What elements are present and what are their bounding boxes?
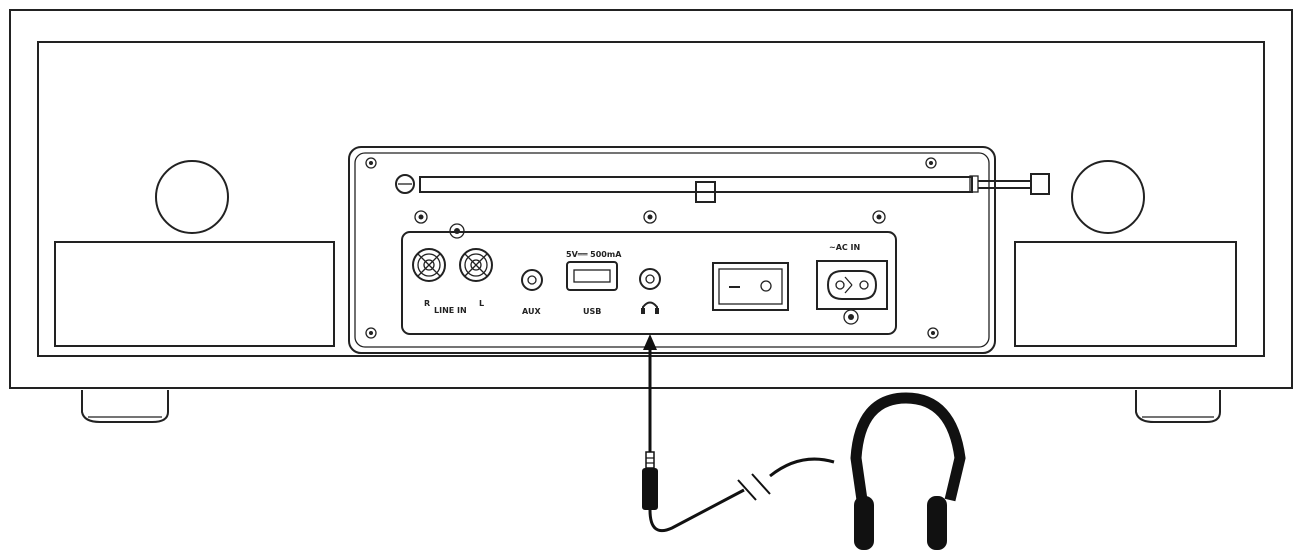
usb-rating-label: 5V══ 500mA — [566, 250, 622, 259]
line-in-label: LINE IN — [434, 306, 467, 315]
ac-in-label: ~AC IN — [829, 243, 860, 252]
foot-left — [81, 390, 169, 423]
screw — [927, 327, 939, 339]
screw — [365, 157, 377, 169]
telescopic-antenna — [395, 173, 1050, 203]
screw — [643, 210, 657, 224]
aux-label: AUX — [522, 307, 541, 316]
headphone-icon — [641, 301, 659, 314]
headphone-plug — [642, 451, 658, 510]
screw — [414, 210, 428, 224]
radio-cabinet — [9, 9, 1293, 389]
rear-panel — [348, 146, 996, 354]
line-in-l-jack[interactable] — [459, 248, 493, 282]
headphones-icon — [850, 392, 966, 550]
connection-arrow — [643, 334, 657, 452]
screw — [872, 210, 886, 224]
line-in-l-label: L — [479, 299, 484, 308]
foot-right — [1135, 390, 1221, 423]
panel-screws — [365, 157, 939, 339]
line-in-screw — [449, 223, 465, 239]
ac-in-screw — [843, 309, 859, 325]
aux-jack[interactable] — [521, 269, 543, 291]
speaker-left — [54, 160, 335, 347]
line-in-r-label: R — [424, 299, 430, 308]
headphone-cable — [648, 457, 835, 533]
line-in-r-jack[interactable] — [412, 248, 446, 282]
speaker-right — [1014, 160, 1237, 347]
headphone-jack[interactable] — [639, 268, 661, 290]
usb-label: USB — [583, 307, 601, 316]
screw — [925, 157, 937, 169]
usb-port[interactable] — [566, 261, 618, 291]
ac-in-socket[interactable] — [816, 260, 888, 310]
connector-block — [401, 231, 897, 335]
power-switch[interactable] — [712, 262, 789, 311]
screw — [365, 327, 377, 339]
